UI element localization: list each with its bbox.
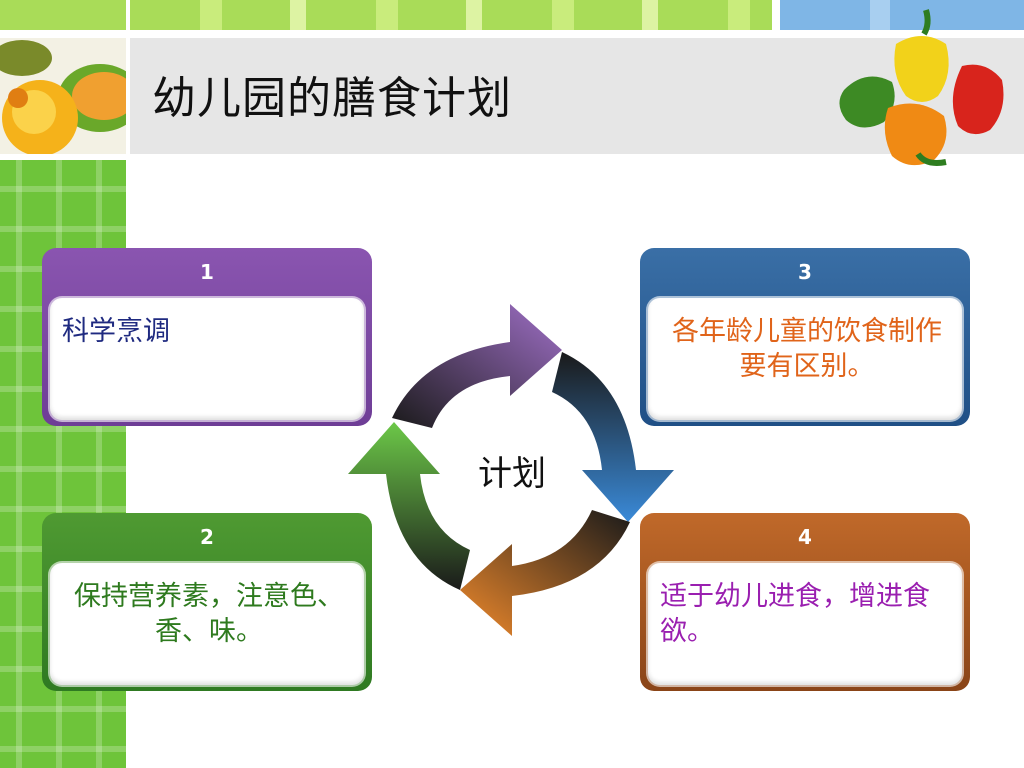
peppers-image xyxy=(839,9,1004,166)
panel-number: 4 xyxy=(798,525,812,549)
panel-body: 各年龄儿童的饮食制作要有区别。 xyxy=(648,298,962,420)
cycle-diagram xyxy=(348,304,674,636)
top-left-band xyxy=(0,0,126,30)
panel-1: 1 科学烹调 xyxy=(42,248,372,426)
panel-3: 3 各年龄儿童的饮食制作要有区别。 xyxy=(640,248,970,426)
arrow-top xyxy=(392,304,562,428)
panel-4: 4 适于幼儿进食，增进食欲。 xyxy=(640,513,970,691)
panel-number: 1 xyxy=(200,260,214,284)
arrow-right xyxy=(552,352,674,522)
panel-number: 3 xyxy=(798,260,812,284)
panel-2: 2 保持营养素，注意色、香、味。 xyxy=(42,513,372,691)
top-green-band xyxy=(130,0,772,30)
panel-body: 科学烹调 xyxy=(50,298,364,420)
panel-body: 保持营养素，注意色、香、味。 xyxy=(50,563,364,685)
panel-text: 保持营养素，注意色、香、味。 xyxy=(74,581,344,647)
panel-text: 各年龄儿童的饮食制作要有区别。 xyxy=(672,316,942,382)
page-title: 幼儿园的膳食计划 xyxy=(152,73,512,124)
panel-text: 适于幼儿进食，增进食欲。 xyxy=(660,581,930,647)
top-blue-band xyxy=(780,0,1024,30)
panel-text: 科学烹调 xyxy=(62,316,170,347)
arrow-left xyxy=(348,422,470,590)
panel-body: 适于幼儿进食，增进食欲。 xyxy=(648,563,962,685)
arrow-bottom xyxy=(460,510,630,636)
cycle-center-label: 计划 xyxy=(478,454,546,494)
fruit-photo xyxy=(0,38,126,154)
panel-number: 2 xyxy=(200,525,214,549)
